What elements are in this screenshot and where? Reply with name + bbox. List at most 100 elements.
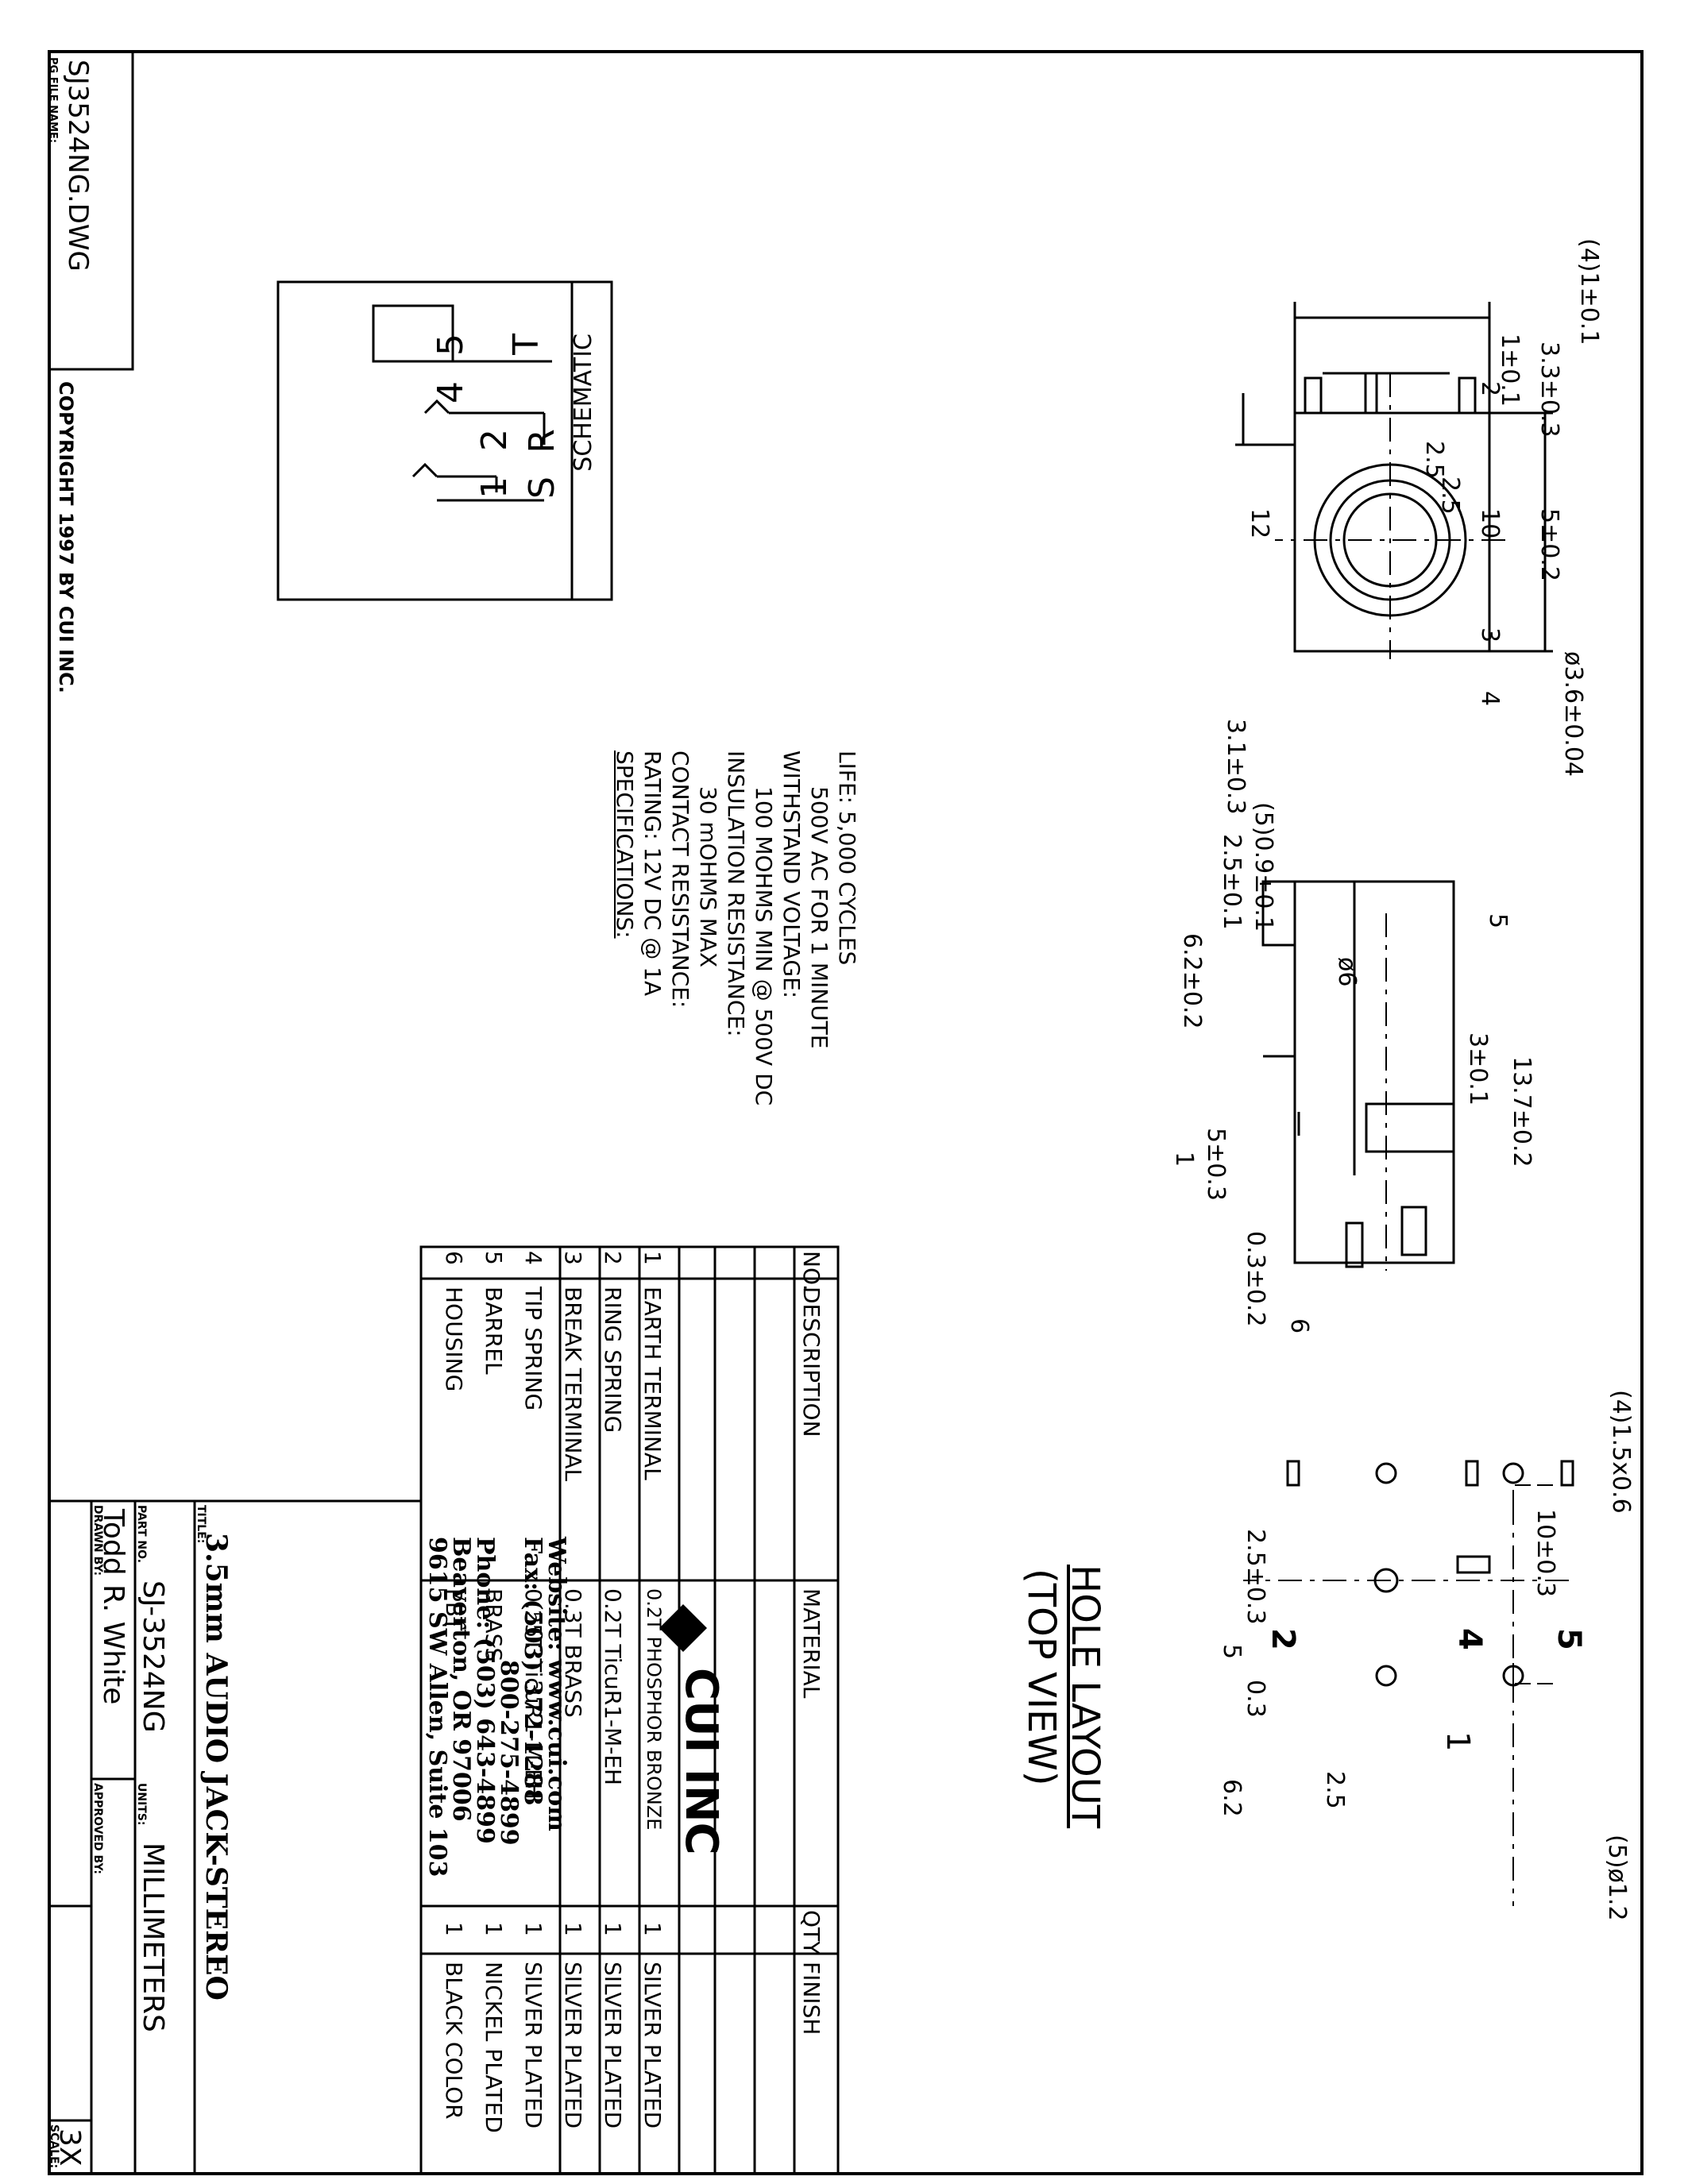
schematic-name-t: T [506,334,547,355]
side-dim-1: (5)0.9±0.1 [1250,802,1277,932]
bom-row-1-qty: 1 [639,1922,666,1936]
bom-row-2-material: 0.2T TicuR1-M-EH [600,1588,626,1786]
bom-header-description: DESCRIPTION [798,1287,825,1437]
schematic-pin-1: 1 [474,477,515,499]
front-dim-6: 2.5 [1420,441,1448,479]
hole-dim-4: 0.3 [1242,1680,1269,1718]
front-dim-9: 12 [1246,508,1273,539]
hole-pin-1: 1 [1439,1731,1476,1752]
side-dim-6: 13.7±0.2 [1508,1056,1535,1167]
hole-dim-8: (5)ø1.2 [1603,1835,1631,1921]
front-dim-4: (4)1±0.1 [1575,238,1603,345]
units: MILLIMETERS [137,1843,169,2032]
bom-row-5-no: 5 [481,1251,507,1265]
schematic-pin-4: 4 [431,381,471,403]
units-label: UNITS: [135,1783,148,1826]
spec-line-2: CONTACT RESISTANCE: [667,751,693,1009]
drawing-title: 3.5mm AUDIO JACK-STEREO [199,1533,233,2001]
bom-row-6-finish: BLACK COLOR [441,1962,467,2120]
bom-header-material: MATERIAL [798,1588,825,1699]
front-balloon-2: 2 [1476,381,1504,397]
bom-row-6-qty: 1 [441,1922,467,1936]
schematic-pin-5: 5 [431,334,471,356]
company-address-3: Phone: (503) 643-4899 [471,1537,499,1844]
bom-row-4-desc: TIP SPRING [520,1287,547,1411]
side-dim-3: ø6 [1333,957,1361,987]
side-dim-2: 2.5±0.1 [1218,834,1246,930]
scale: 3X [53,2128,86,2167]
bom-row-2-finish: SILVER PLATED [600,1962,626,2129]
bom-row-4-no: 4 [520,1251,547,1265]
front-dim-10: 3.1±0.3 [1222,719,1250,815]
company-address-1: 9615 SW Allen, Suite 103 [423,1537,451,1877]
bom-header-no: NO. [798,1251,825,1291]
side-dim-8: 0.3±0.2 [1242,1231,1269,1327]
front-dim-7: 2.5 [1436,477,1464,515]
bom-row-3-desc: BREAK TERMINAL [560,1287,586,1482]
side-dim-5: 3±0.1 [1464,1032,1492,1106]
bom-row-2-qty: 1 [600,1922,626,1936]
company-address-5: Fax: (503) 372-1288 [519,1537,547,1806]
file-name: SJ3524NG.DWG [62,60,94,272]
part-number: SJ-3524NG [137,1580,169,1733]
bom-row-4-qty: 1 [520,1922,547,1936]
schematic-pin-2: 2 [474,429,515,451]
file-name-label: PG FILE NAME: [47,57,59,144]
schematic-name-r: R [522,429,562,453]
spec-line-5: 100 MOHMS MIN @ 500V DC [751,786,777,1106]
front-dim-2: 5±0.2 [1535,508,1563,581]
bom-header-qty: QTY [798,1910,825,1955]
company-name: CUI INC [675,1668,727,1855]
hole-pin-4: 4 [1451,1628,1488,1650]
front-balloon-3: 3 [1476,627,1504,643]
bom-header-finish: FINISH [798,1962,825,2035]
bom-row-6-desc: HOUSING [441,1287,467,1392]
front-balloon-4: 4 [1476,691,1504,707]
side-balloon-5: 5 [1484,913,1512,929]
schematic-name-s: S [522,477,562,499]
bom-row-5-desc: BARREL [481,1287,507,1375]
bom-row-1-finish: SILVER PLATED [639,1962,666,2129]
bom-row-3-qty: 1 [560,1922,586,1936]
front-dim-1: 3.3±0.3 [1535,341,1563,438]
bom-row-1-desc: EARTH TERMINAL [639,1287,666,1480]
company-address-2: Beaverton, OR 97006 [447,1537,475,1822]
bom-row-5-finish: NICKEL PLATED [481,1962,507,2133]
hole-dim-7: 2.5 [1321,1771,1349,1809]
side-balloon-1: 1 [1170,1152,1198,1167]
bom-row-2-desc: RING SPRING [600,1287,626,1433]
hole-dim-1: (4)1.5x0.6 [1607,1390,1635,1514]
bom-row-5-qty: 1 [481,1922,507,1936]
schematic-title: SCHEMATIC [570,334,597,472]
bom-row-6-no: 6 [441,1251,467,1265]
hole-pin-2: 2 [1265,1628,1301,1650]
spec-line-8: LIFE: 5,000 CYCLES [834,751,860,966]
front-dim-3: ø3.6±0.04 [1559,651,1587,777]
hole-dim-2: 10±0.3 [1532,1509,1559,1598]
hole-dim-5: 5 [1218,1644,1246,1660]
side-dim-7: 5±0.3 [1202,1128,1230,1201]
side-dim-4: 6.2±0.2 [1178,933,1206,1029]
side-balloon-6: 6 [1285,1318,1313,1334]
hole-layout-title: HOLE LAYOUT [1063,1565,1107,1829]
hole-dim-3: 2.5±0.3 [1242,1529,1269,1625]
company-address-6: Website: www.cui.com [543,1537,570,1831]
bom-row-4-finish: SILVER PLATED [520,1962,547,2129]
spec-title: SPECIFICATIONS: [612,751,638,939]
bom-row-1-no: 1 [639,1251,666,1265]
spec-line-4: INSULATION RESISTANCE: [723,751,749,1037]
bom-row-2-no: 2 [600,1251,626,1265]
spec-line-6: WITHSTAND VOLTAGE: [778,751,805,999]
hole-pin-5: 5 [1551,1628,1587,1650]
copyright: COPYRIGHT 1997 BY CUI INC. [55,381,77,693]
front-dim-8: 10 [1476,508,1504,539]
spec-line-7: 500V AC FOR 1 MINUTE [806,786,832,1049]
part-label: PART NO. [135,1505,148,1564]
drawn-by: Todd R. White [97,1509,129,1705]
bom-row-1-material: 0.2T PHOSPHOR BRONZE [643,1588,665,1831]
hole-layout-subtitle: (TOP VIEW) [1019,1569,1064,1786]
bom-row-3-finish: SILVER PLATED [560,1962,586,2129]
